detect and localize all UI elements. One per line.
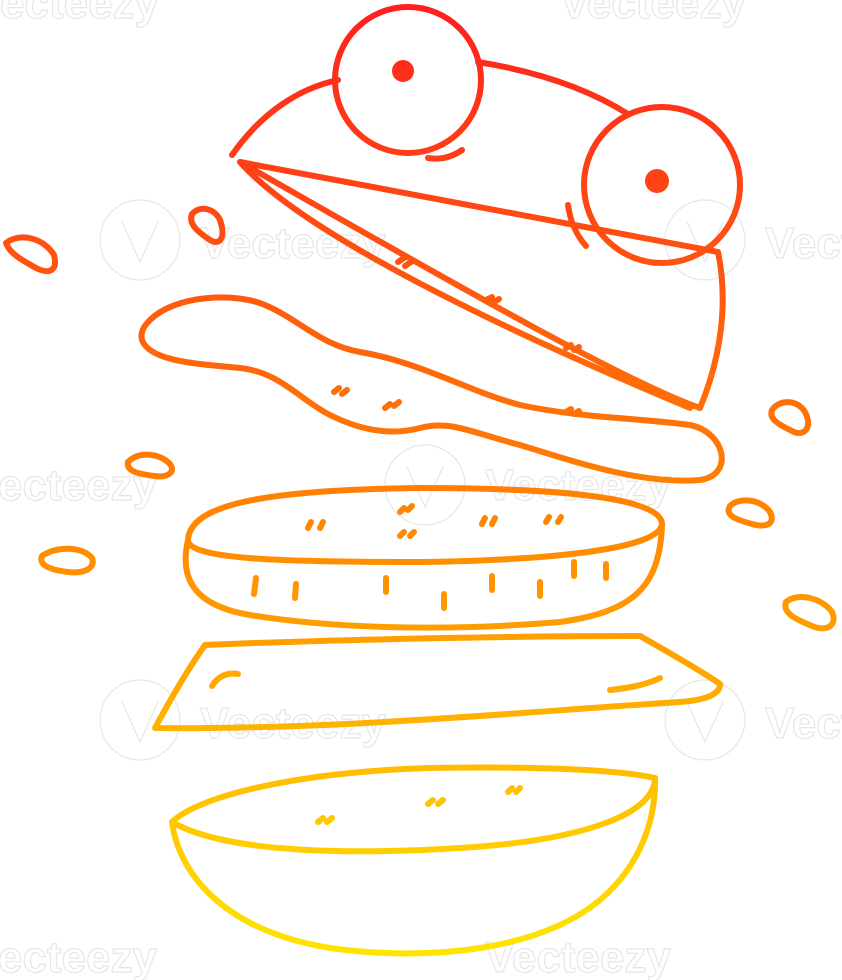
watermark-text-bottom-left: ecteezy xyxy=(0,933,158,980)
watermark-text-top-left: ecteezy xyxy=(0,0,160,28)
right-eye xyxy=(581,104,743,266)
left-pupil xyxy=(392,60,414,82)
cheese-slice xyxy=(138,294,725,484)
vecteezy-v-logo-icon xyxy=(384,444,466,526)
vecteezy-v-logo-icon xyxy=(664,679,746,761)
vecteezy-v-logo-icon xyxy=(99,199,181,281)
tomato-slice xyxy=(152,633,723,732)
patty-marks xyxy=(251,503,609,611)
sauce-splashes xyxy=(3,205,837,632)
bottom-bun-top xyxy=(169,764,658,855)
bottom-bun-seeds xyxy=(315,785,523,825)
cheese-seeds xyxy=(331,385,582,417)
top-bun xyxy=(229,59,726,411)
patty-side xyxy=(182,521,665,631)
watermark-text-row3-right: Vecteezy xyxy=(765,699,842,748)
tomato-highlight-left xyxy=(209,670,241,689)
top-bun-seeds xyxy=(395,255,582,353)
tomato-highlight-right xyxy=(607,675,663,693)
right-pupil xyxy=(645,169,669,193)
watermark-text-top-right: Vecteezy xyxy=(560,0,746,28)
left-eye xyxy=(332,4,484,156)
watermark-text-row1-right: Vecteezy xyxy=(765,219,842,268)
watermark-text-row2: Vecteezy xyxy=(485,461,671,510)
right-eye-crease xyxy=(565,202,589,249)
top-bun-underside xyxy=(237,159,693,411)
left-eye-crease xyxy=(425,147,465,162)
bottom-bun-base xyxy=(169,775,659,957)
vecteezy-v-logo-icon xyxy=(99,679,181,761)
